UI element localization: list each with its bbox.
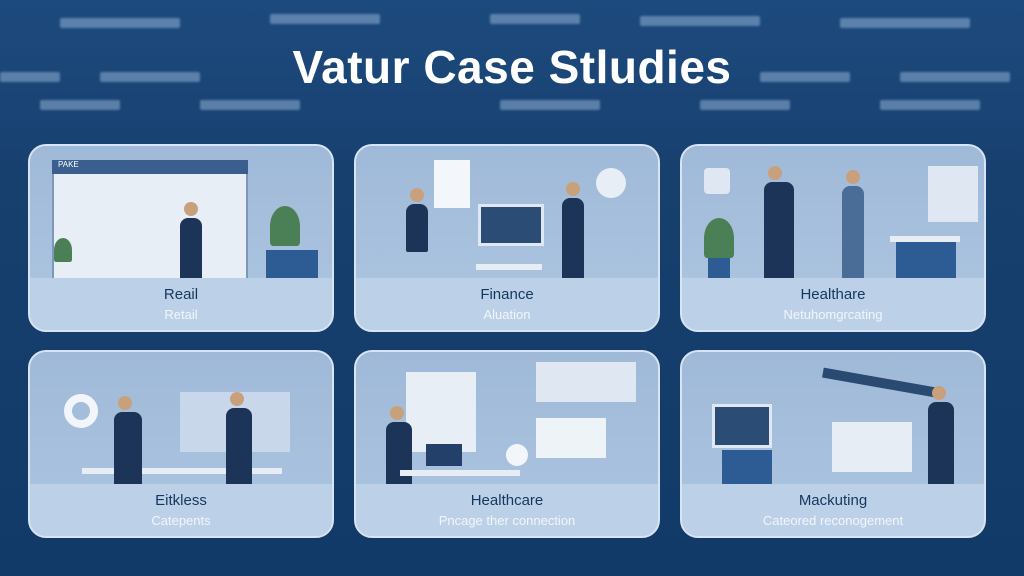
- ceiling-lights: [0, 0, 1024, 140]
- lab-illustration: [682, 352, 984, 532]
- office-illustration: [30, 352, 332, 532]
- finance-illustration: [356, 146, 658, 282]
- card-title: Healthcare: [470, 492, 544, 509]
- retail-illustration: PAKE: [30, 146, 332, 282]
- card-subtitle: Cateored reconogement: [762, 513, 904, 528]
- card-title: Eitkless: [155, 492, 207, 509]
- healthcare-illustration: [682, 146, 984, 282]
- card-title: Mackuting: [798, 492, 868, 509]
- card-title: Finance: [480, 286, 534, 303]
- card-title: Healthare: [800, 286, 866, 303]
- workspace-illustration: [356, 352, 658, 502]
- card-subtitle: Aluation: [483, 307, 531, 322]
- card-subtitle: Retail: [164, 307, 198, 322]
- store-sign: PAKE: [52, 160, 248, 174]
- card-title: Reail: [163, 286, 199, 303]
- card-subtitle: Pncage ther connection: [438, 513, 576, 528]
- page-title: Vatur Case Stludies: [292, 41, 732, 93]
- card-subtitle: Netuhomgrcating: [783, 307, 883, 322]
- card-subtitle: Catepents: [151, 513, 211, 528]
